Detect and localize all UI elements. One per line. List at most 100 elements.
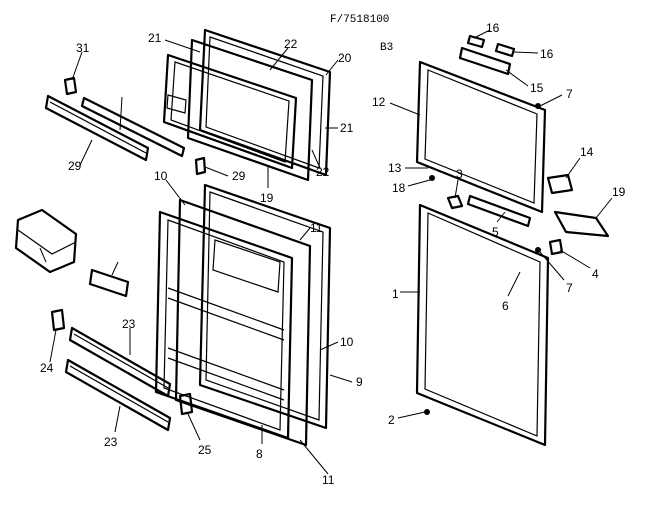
callout-5: 5 <box>492 225 499 239</box>
door-shelf-2 <box>167 347 285 391</box>
part-23-lower-groove <box>69 365 169 423</box>
leader-29 <box>119 96 123 131</box>
screw-7-mid <box>535 247 541 253</box>
callout-14: 14 <box>580 145 594 159</box>
callout-20: 20 <box>338 51 352 65</box>
leader-7-top <box>539 94 563 107</box>
part-1-frame-inner <box>424 212 541 437</box>
callout-19: 19 <box>260 191 274 205</box>
part-16-cap-left <box>466 34 486 49</box>
callout-10-right: 10 <box>340 335 354 349</box>
screw-18 <box>429 175 435 181</box>
callout-16-left: 16 <box>486 21 500 35</box>
leader-30 <box>39 247 47 263</box>
part-27-clip <box>63 76 78 96</box>
callout-10-top: 10 <box>154 169 168 183</box>
model-code: F/7518100 <box>330 14 389 26</box>
callout-7-top: 7 <box>566 87 573 101</box>
part-24-clip <box>50 308 66 332</box>
callout-25: 25 <box>198 443 212 457</box>
part-12-frame-inner <box>424 69 538 204</box>
leader-17 <box>595 197 613 219</box>
leader-11-top <box>299 227 311 241</box>
callout-15: 15 <box>530 81 544 95</box>
leader-25 <box>187 413 201 441</box>
leader-26-left <box>79 139 93 166</box>
freezer-liner-back <box>186 38 314 182</box>
callout-9: 9 <box>356 375 363 389</box>
leader-11-bottom <box>299 439 329 475</box>
leader-10-right <box>319 341 339 351</box>
fresh-food-gasket-inner <box>205 191 324 421</box>
freezer-door-recess <box>170 61 290 163</box>
screw-7-top <box>535 103 541 109</box>
callout-6: 6 <box>502 299 509 313</box>
callout-22-right: 22 <box>316 165 330 179</box>
callout-4: 4 <box>592 267 599 281</box>
leader-5 <box>496 211 506 223</box>
part-23-upper-groove <box>73 333 169 389</box>
part-14-spring <box>546 173 574 195</box>
part-26-rail-groove <box>49 101 147 154</box>
callout-27: 31 <box>76 41 90 55</box>
leader-9 <box>329 374 353 383</box>
leader-22-top <box>269 47 289 71</box>
leader-4 <box>559 249 591 269</box>
callout-16-right: 16 <box>540 47 554 61</box>
callout-23-top: 23 <box>122 317 136 331</box>
fresh-food-door-recess <box>163 219 285 431</box>
leader-22-right <box>311 149 321 169</box>
part-12-frame-outer <box>415 60 547 214</box>
right-top-frame <box>415 34 610 256</box>
part-17-bracket <box>553 210 610 238</box>
part-3-hinge <box>446 194 464 210</box>
part-26-clip <box>194 156 207 176</box>
right-bottom-frame <box>415 203 550 447</box>
leader-31 <box>111 261 119 276</box>
part-4-hinge <box>548 238 564 256</box>
callout-12: 12 <box>372 95 386 109</box>
section-code: B3 <box>380 42 393 54</box>
callout-18: 18 <box>392 181 406 195</box>
leader-16-left <box>473 29 491 39</box>
callout-1: 1 <box>392 287 399 301</box>
callout-3: 3 <box>456 167 463 181</box>
fresh-food-door-panel <box>154 210 294 440</box>
part-26-rail <box>44 94 150 162</box>
callout-11-bottom: 11 <box>322 473 335 487</box>
callout-13: 13 <box>388 161 402 175</box>
callout-17: 19 <box>612 185 626 199</box>
part-15-handle <box>458 46 512 76</box>
leader-18 <box>407 179 431 187</box>
part-5-bar <box>466 194 532 228</box>
part-29-trim <box>80 96 186 158</box>
door-shelf-1 <box>167 287 285 331</box>
leader-23-bottom <box>114 405 121 433</box>
callout-23-bottom: 23 <box>104 435 118 449</box>
leader-lines <box>39 29 613 475</box>
part-1-frame-outer <box>415 203 550 447</box>
callout-26-right: 29 <box>232 169 246 183</box>
door-shelf-1-lip <box>167 297 285 341</box>
fresh-food-gasket-outer <box>198 183 332 430</box>
part-31-label <box>88 268 130 298</box>
part-23-upper-rail <box>68 326 172 398</box>
callout-7-mid: 7 <box>566 281 573 295</box>
callout-labels: 31 29 29 21 22 20 21 22 19 10 11 23 24 2… <box>40 21 626 487</box>
leader-12 <box>389 102 421 116</box>
leader-15 <box>505 69 529 87</box>
fresh-food-liner <box>174 198 312 447</box>
leader-2 <box>397 411 426 419</box>
leader-21-top <box>164 39 201 53</box>
leader-14 <box>565 157 581 179</box>
leader-7-mid <box>539 251 565 281</box>
lower-left-parts <box>14 208 194 432</box>
leader-27 <box>71 51 83 81</box>
part-25-clip <box>178 392 194 416</box>
dairy-compartment <box>212 239 281 293</box>
leader-6 <box>507 271 521 297</box>
part-30-bin-edge <box>17 229 77 255</box>
freezer-gasket-inner <box>205 36 324 169</box>
